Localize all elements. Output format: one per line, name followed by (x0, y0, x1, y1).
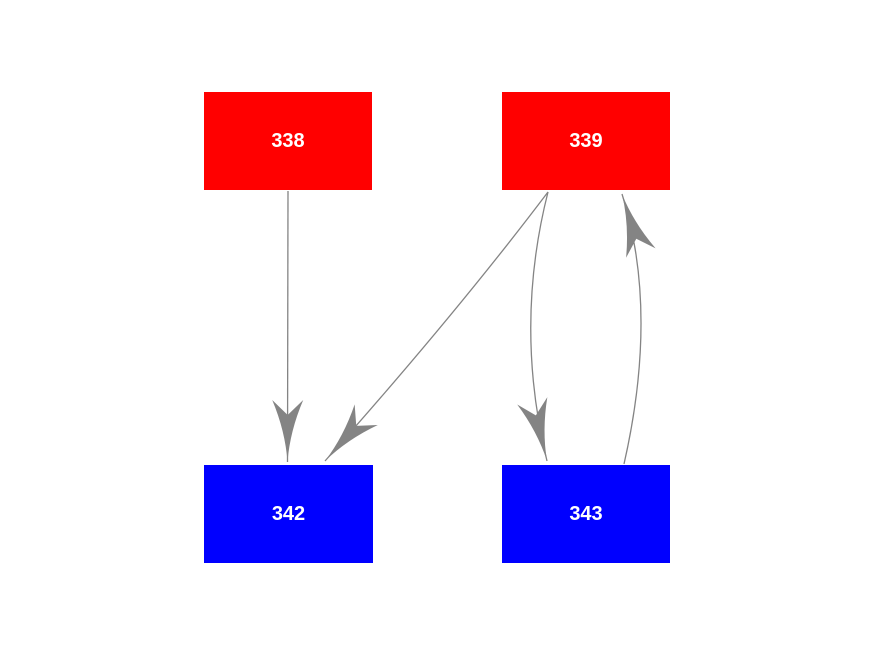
node-label-338: 338 (271, 130, 304, 152)
node-343 (502, 465, 670, 563)
arrowhead-338-342 (272, 399, 304, 462)
arrowhead-343-339 (622, 194, 656, 258)
node-339 (502, 92, 670, 190)
arrowhead-339-342 (325, 404, 378, 461)
node-label-343: 343 (569, 503, 602, 525)
node-label-339: 339 (569, 130, 602, 152)
arrowhead-339-343 (517, 397, 548, 461)
edge-339-342 (324, 191, 549, 462)
node-338 (204, 92, 372, 190)
node-label-342: 342 (272, 503, 305, 525)
node-342 (204, 465, 373, 563)
